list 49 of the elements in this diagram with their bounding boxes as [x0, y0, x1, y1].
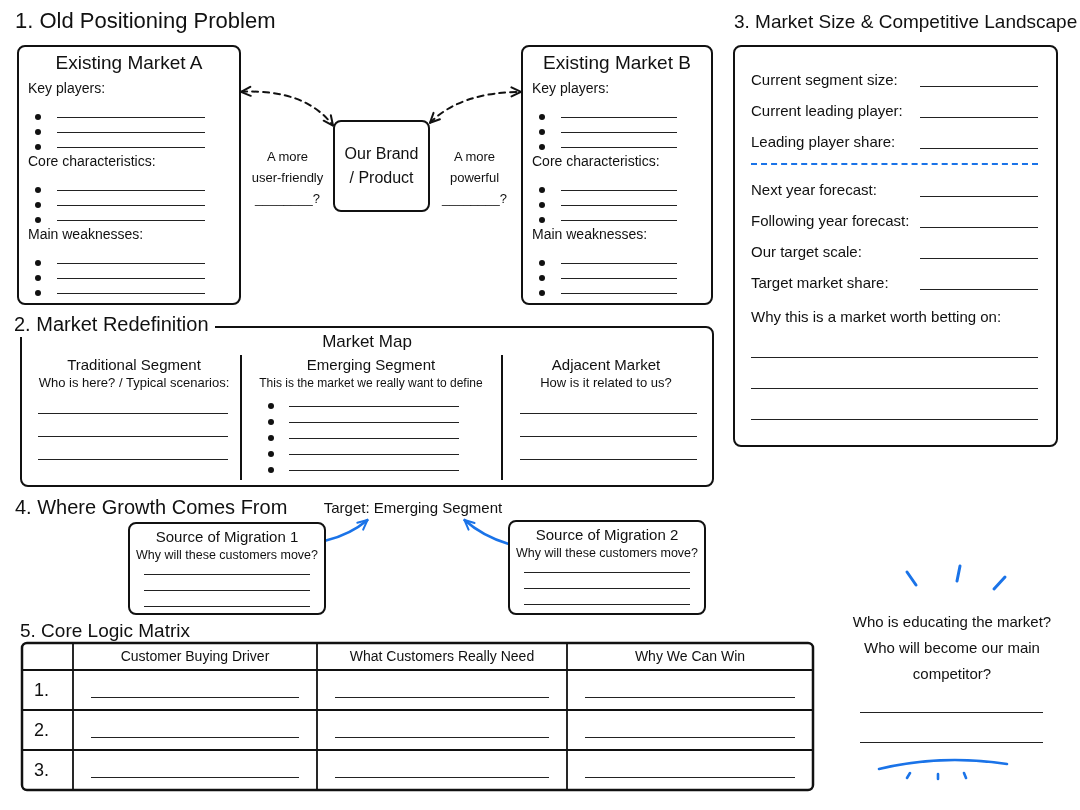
- target-label: Target: Emerging Segment: [314, 496, 512, 520]
- market-card: [521, 45, 713, 305]
- field-label: Leading player share:: [751, 132, 896, 152]
- arrow: [324, 518, 369, 542]
- arrow: [429, 86, 522, 124]
- column-title: Adjacent Market: [550, 355, 662, 375]
- question-text: Who is educating the market? Who will become our main competitor?: [851, 612, 1053, 684]
- box-label: Our Brand / Product: [343, 144, 420, 188]
- card-title: Existing Market B: [542, 51, 692, 75]
- market-card: [17, 45, 241, 305]
- column-subtitle: How is it related to us?: [539, 375, 673, 391]
- row-number: 3.: [34, 759, 49, 781]
- column-subtitle: This is the market we really want to define: [258, 375, 484, 391]
- card-title: Source of Migration 1: [154, 527, 300, 547]
- section-heading: 1. Old Positioning Problem: [15, 7, 276, 35]
- column-title: Emerging Segment: [305, 355, 437, 375]
- card-subtitle: Why will these customers move?: [515, 545, 699, 561]
- column-title: Traditional Segment: [66, 355, 202, 375]
- row-number: 1.: [34, 679, 49, 701]
- field-label: Why this is a market worth betting on:: [751, 307, 1003, 327]
- row-number: 2.: [34, 719, 49, 741]
- field-label: Current leading player:: [751, 101, 903, 121]
- panel-title: Market Map: [321, 331, 413, 353]
- arrow: [463, 518, 510, 546]
- section-heading: 3. Market Size & Competitive Landscape: [734, 10, 1078, 34]
- field-label: Key players:: [28, 79, 107, 98]
- field-label: Our target scale:: [751, 242, 862, 262]
- card-subtitle: Why will these customers move?: [135, 547, 319, 563]
- arrow: [240, 86, 334, 127]
- field-label: Next year forecast:: [751, 180, 877, 200]
- field-label: Core characteristics:: [532, 152, 661, 171]
- source-card: [128, 522, 326, 615]
- field-label: Main weaknesses:: [532, 225, 649, 244]
- source-card: [508, 520, 706, 615]
- section-heading: 5. Core Logic Matrix: [20, 619, 190, 643]
- column-header: Customer Buying Driver: [119, 647, 271, 666]
- product-box: [333, 120, 430, 212]
- column-subtitle: Who is here? / Typical scenarios:: [37, 375, 231, 391]
- field-label: Main weaknesses:: [28, 225, 145, 244]
- card-title: Source of Migration 2: [534, 525, 680, 545]
- field-label: Following year forecast:: [751, 211, 910, 231]
- card-title: Existing Market A: [54, 51, 204, 75]
- field-label: Current segment size:: [751, 70, 898, 90]
- column-header: Why We Can Win: [633, 647, 747, 666]
- field-label: Key players:: [532, 79, 611, 98]
- column-header: What Customers Really Need: [348, 647, 536, 666]
- section-heading: 4. Where Growth Comes From: [15, 495, 288, 520]
- field-label: Core characteristics:: [28, 152, 157, 171]
- field-label: Target market share:: [751, 273, 889, 293]
